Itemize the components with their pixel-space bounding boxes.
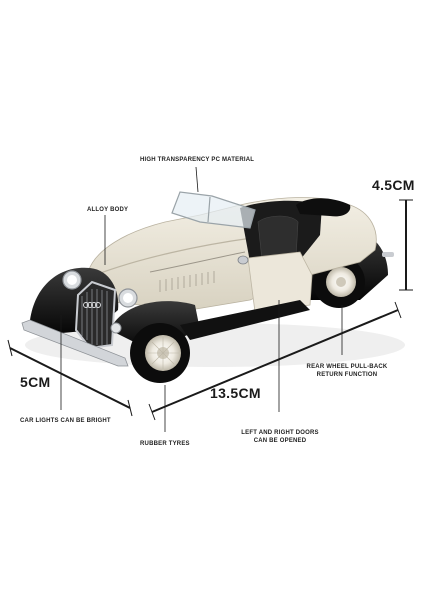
rear-light xyxy=(382,252,394,257)
callout-lines xyxy=(60,166,343,432)
running-board xyxy=(180,300,310,340)
headlight-left xyxy=(62,270,82,290)
hood-trim xyxy=(94,237,253,276)
windshield xyxy=(171,191,256,229)
grille-bars xyxy=(81,289,108,345)
hood-louvres xyxy=(159,271,215,292)
folded-top xyxy=(296,198,351,217)
side-mirror xyxy=(237,255,249,265)
label-alloy-body: ALLOY BODY xyxy=(87,207,129,213)
dimension-width-marker xyxy=(7,339,133,417)
dimension-length-marker xyxy=(148,301,402,421)
label-pullback-line2: RETURN FUNCTION xyxy=(316,372,378,378)
label-doors-line2: CAN BE OPENED xyxy=(253,438,307,444)
rear-hub-cap xyxy=(336,277,346,287)
fog-light xyxy=(110,322,122,334)
radiator-grille xyxy=(74,280,117,350)
label-pullback: REAR WHEEL PULL-BACK RETURN FUNCTION xyxy=(302,363,392,379)
grille-rings-logo xyxy=(83,302,101,308)
seat xyxy=(257,215,299,261)
open-door xyxy=(247,251,313,313)
label-pullback-line1: REAR WHEEL PULL-BACK xyxy=(306,364,388,370)
car-model xyxy=(21,191,394,383)
dimension-height-marker xyxy=(399,199,413,291)
label-doors-line1: LEFT AND RIGHT DOORS xyxy=(241,430,319,436)
label-pc-material: HIGH TRANSPARENCY PC MATERIAL xyxy=(140,157,255,163)
dimension-height-label: 4.5CM xyxy=(372,177,415,193)
windshield-frame xyxy=(207,196,211,223)
front-bumper xyxy=(21,319,129,367)
dimension-length-label: 13.5CM xyxy=(210,385,261,401)
front-wheel-spokes xyxy=(147,337,179,369)
dimension-width-label: 5CM xyxy=(20,374,51,390)
headlight-right xyxy=(118,288,138,308)
label-car-lights: CAR LIGHTS CAN BE BRIGHT xyxy=(20,418,111,424)
label-doors: LEFT AND RIGHT DOORS CAN BE OPENED xyxy=(232,429,328,445)
side-chrome-strip xyxy=(149,251,246,273)
label-rubber-tyres: RUBBER TYRES xyxy=(140,441,190,447)
